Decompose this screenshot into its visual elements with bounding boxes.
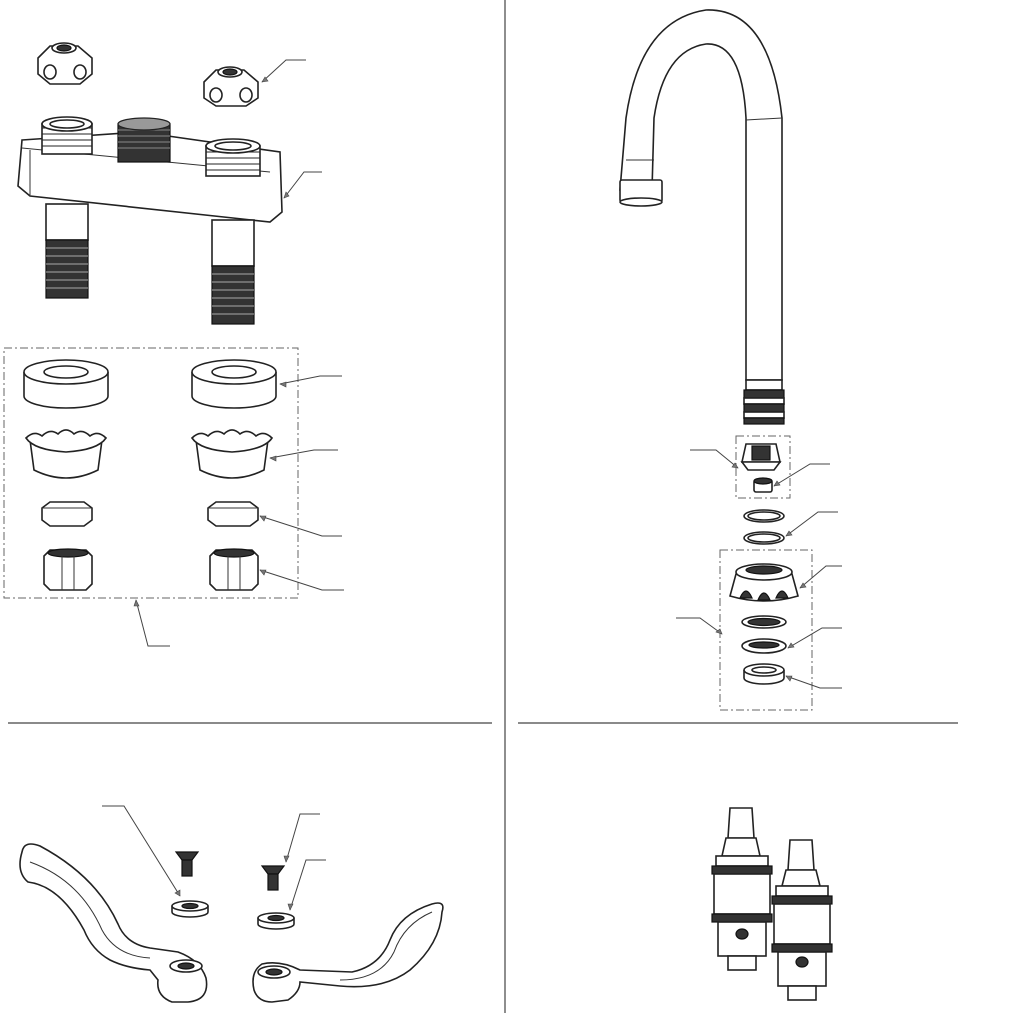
lock-nuts [41,501,259,527]
callout-leaders-spout [676,449,842,689]
cartridges-panel [711,807,833,1001]
deck-body [17,116,283,325]
spout-o-rings [743,509,785,545]
flange-nut-left [37,42,93,85]
callout-leaders-deck [133,59,344,647]
spout-nut [729,563,799,602]
gooseneck-panel [619,9,842,711]
handle-washers [171,900,295,930]
aerator-insert [740,443,782,471]
mounting-washers [23,359,277,409]
aerator-kit-boundary [735,435,791,499]
coupling-nuts [43,548,259,591]
wrist-blade-panel [19,805,444,1003]
spout-washers [741,615,787,685]
wrist-blade-handle-right [252,902,444,1003]
wrist-blade-handle-left [19,843,208,1003]
panel-dividers [8,0,958,1013]
lock-cups [24,429,274,479]
callout-leaders-handles [102,805,326,911]
flange-nut-right [203,66,259,107]
deck-body-panel [3,42,344,647]
aerator-screen [753,477,773,493]
gooseneck-spout [619,9,785,425]
cartridge-right [771,839,833,1001]
handle-screws [174,851,286,891]
cartridge-left [711,807,773,971]
mounting-kit-boundary [3,347,299,599]
